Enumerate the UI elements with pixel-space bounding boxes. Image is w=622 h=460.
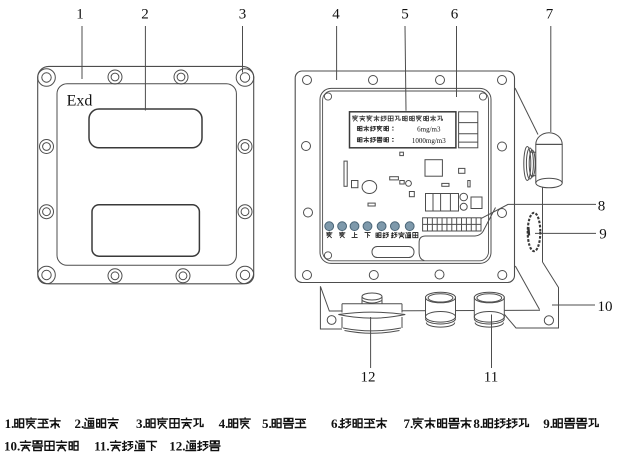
svg-text:5: 5 [401,7,409,23]
svg-text:2.: 2. [75,416,85,431]
svg-text:1000mg/m3: 1000mg/m3 [412,137,446,145]
svg-text:5.: 5. [262,416,272,431]
svg-text:6mg/m3: 6mg/m3 [417,126,441,134]
svg-text:8: 8 [598,199,606,215]
svg-text:6: 6 [451,7,459,23]
svg-text:2: 2 [141,7,149,23]
svg-text:4.: 4. [219,416,229,431]
svg-text:4: 4 [332,7,340,23]
svg-text:8.: 8. [473,416,483,431]
svg-text:7: 7 [546,7,554,23]
svg-text:9.: 9. [543,416,553,431]
svg-text:12: 12 [361,370,376,386]
svg-text:11.: 11. [94,439,110,454]
svg-text:1.: 1. [5,416,15,431]
svg-text:10: 10 [598,299,613,315]
svg-text:3: 3 [239,7,247,23]
svg-text:7.: 7. [404,416,414,431]
svg-text:12.: 12. [169,439,185,454]
svg-text:1: 1 [76,7,84,23]
svg-text:10.: 10. [4,439,20,454]
svg-text:6.: 6. [331,416,341,431]
svg-text:Exd: Exd [67,93,93,110]
svg-text:11: 11 [484,370,498,386]
svg-text:9: 9 [599,227,607,243]
svg-text:3.: 3. [136,416,146,431]
